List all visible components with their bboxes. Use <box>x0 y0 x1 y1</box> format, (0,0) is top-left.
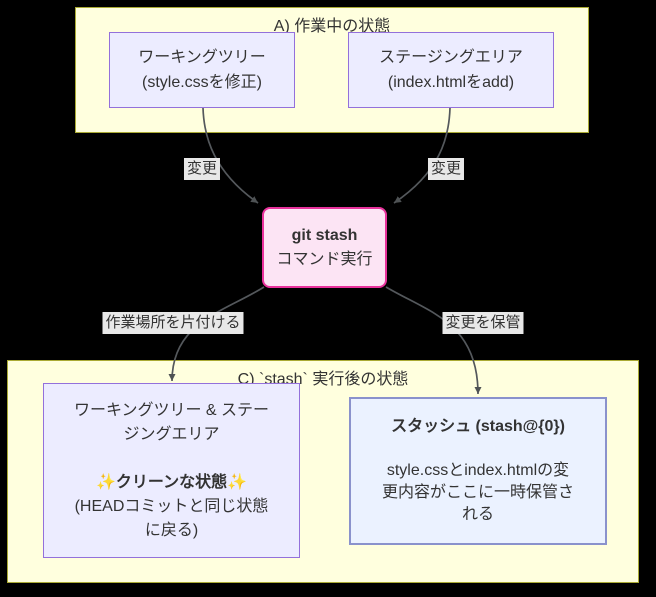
edge-git-stash-to-stash-node <box>385 286 482 395</box>
node-stash-storage-body: style.cssとindex.htmlの変更内容がここに一時保管される <box>381 462 574 523</box>
edge-git-stash-to-clean-state <box>168 286 265 382</box>
edge-label-change-right: 変更 <box>427 158 465 180</box>
edge-working-tree-to-git-stash <box>202 107 259 204</box>
node-clean-state-note: (HEADコミットと同じ状態に戻る) <box>74 497 269 539</box>
node-stash-storage: スタッシュ (stash@{0}) style.cssとindex.htmlの変… <box>349 397 607 545</box>
node-clean-state-title: ワーキングツリー & ステージングエリア <box>73 401 270 443</box>
node-staging-area-title: ステージングエリア <box>379 49 523 66</box>
sparkle-icon: ✨ <box>95 473 116 491</box>
node-staging-area-subtitle: (index.htmlをadd) <box>387 74 515 91</box>
edge-label-change-left: 変更 <box>183 158 221 180</box>
node-stash-storage-title: スタッシュ (stash@{0}) <box>391 418 565 435</box>
node-clean-state-highlight-line: ✨クリーンな状態✨ <box>96 471 247 495</box>
edge-staging-area-to-git-stash <box>393 107 451 204</box>
node-staging-area: ステージングエリア (index.htmlをadd) <box>348 32 554 108</box>
edge-label-tidy-workspace: 作業場所を片付ける <box>102 312 244 334</box>
sparkle-icon: ✨ <box>227 473 248 491</box>
node-git-stash-command-name: git stash <box>291 226 358 244</box>
node-git-stash-command-subtitle: コマンド実行 <box>276 250 373 268</box>
cluster-working-state-title: A) 作業中の状態 <box>273 18 391 35</box>
node-git-stash-command: git stash コマンド実行 <box>262 207 387 288</box>
node-working-tree-subtitle: (style.cssを修正) <box>141 74 262 91</box>
edge-label-store-changes: 変更を保管 <box>442 312 524 334</box>
node-working-tree: ワーキングツリー (style.cssを修正) <box>109 32 295 108</box>
node-clean-state: ワーキングツリー & ステージングエリア ✨クリーンな状態✨ (HEADコミット… <box>43 383 300 558</box>
node-working-tree-title: ワーキングツリー <box>138 49 266 66</box>
node-clean-state-highlight: クリーンな状態 <box>115 473 228 491</box>
